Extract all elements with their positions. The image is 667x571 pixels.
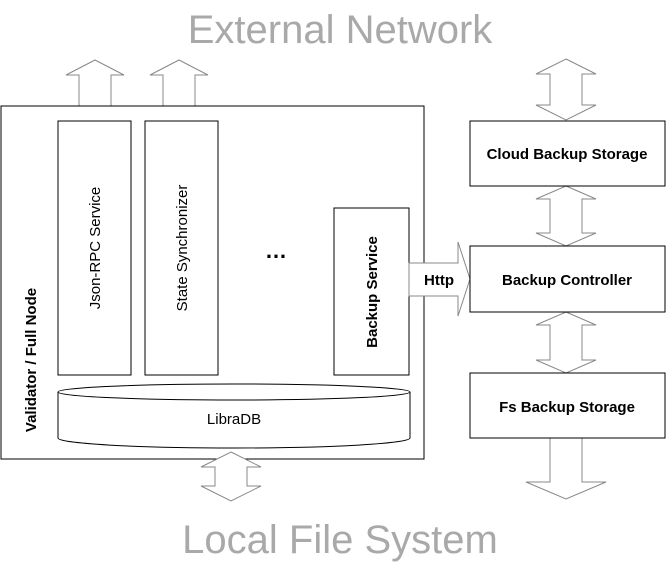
state-synchronizer-box	[144, 120, 219, 376]
http-arrow	[408, 241, 471, 317]
libradb-label: LibraDB	[207, 411, 261, 428]
backup-controller-label: Backup Controller	[502, 272, 632, 289]
local-file-system-title: Local File System	[182, 518, 498, 562]
arrow-cloud-controller	[535, 185, 597, 247]
cloud-backup-storage-box	[469, 120, 666, 187]
arrow-controller-fs	[535, 311, 597, 374]
external-network-title: External Network	[188, 8, 494, 52]
backup-service-label: Backup Service	[364, 236, 381, 348]
cloud-backup-storage-label: Cloud Backup Storage	[487, 146, 648, 163]
fs-backup-storage-box	[469, 372, 666, 439]
http-label: Http	[424, 272, 454, 289]
json-rpc-service-box	[57, 120, 132, 376]
backup-controller-box	[469, 245, 666, 313]
json-rpc-service-label: Json-RPC Service	[87, 187, 104, 310]
libradb-cylinder	[57, 383, 411, 449]
arrow-node-local-fs	[200, 451, 262, 502]
validator-full-node-label: Validator / Full Node	[23, 288, 40, 432]
fs-backup-storage-label: Fs Backup Storage	[499, 399, 635, 416]
arrow-fs-local	[525, 437, 607, 500]
state-synchronizer-label: State Synchronizer	[174, 185, 191, 312]
more-components-ellipsis: …	[265, 238, 287, 263]
arrow-cloud-external	[535, 58, 597, 121]
